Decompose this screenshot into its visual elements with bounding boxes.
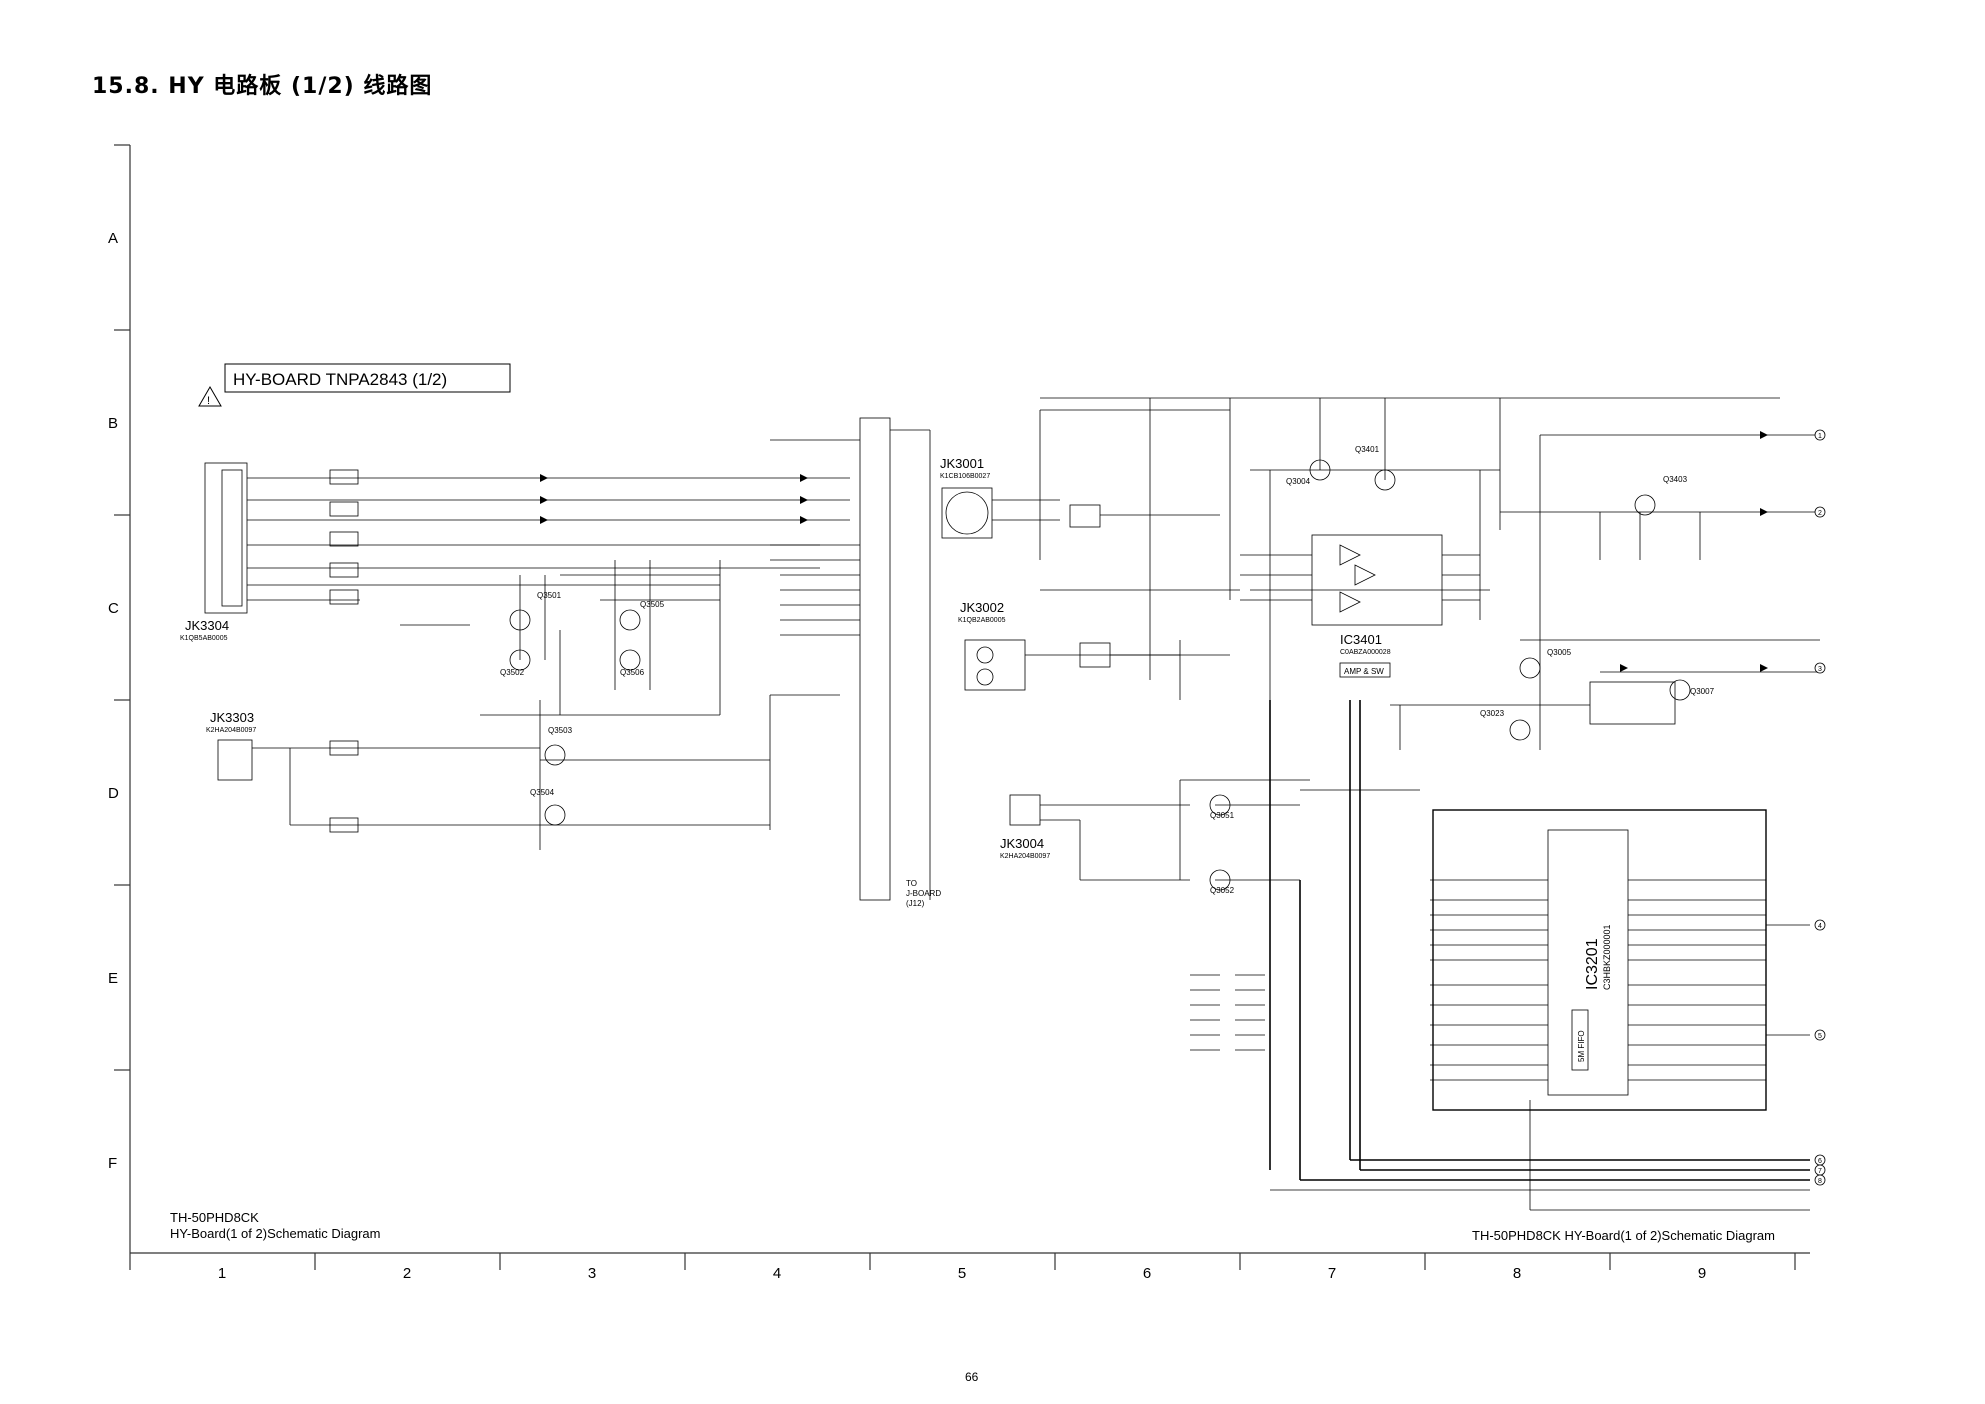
output-label-3: 3 (1818, 666, 1822, 673)
footer-left: TH-50PHD8CK HY-Board(1 of 2)Schematic Di… (170, 1210, 381, 1242)
q3501-ref: Q3501 (537, 591, 562, 600)
col-label-3: 3 (588, 1265, 596, 1282)
ic3201-ref: IC3201 (1584, 938, 1601, 990)
ic3201-function: 5M FIFO (1577, 1030, 1586, 1062)
col-label-6: 6 (1143, 1265, 1151, 1282)
col-label-1: 1 (218, 1265, 226, 1282)
warning-icon (198, 386, 222, 407)
q3403-ref: Q3403 (1663, 475, 1688, 484)
page-number: 66 (965, 1370, 979, 1384)
jk3303-ref: JK3303 (210, 710, 254, 725)
output-label-8: 8 (1818, 1178, 1822, 1185)
q3401-ref: Q3401 (1355, 445, 1380, 454)
ic3201-part: C3HBKZ000001 (1602, 924, 1612, 990)
jk3002-ref: JK3002 (960, 600, 1004, 615)
jk3002-part: K1QB2AB0005 (958, 617, 1006, 624)
svg-text:!: ! (207, 395, 210, 407)
col-label-5: 5 (958, 1265, 966, 1282)
footer-right: TH-50PHD8CK HY-Board(1 of 2)Schematic Di… (1472, 1228, 1775, 1243)
ic3401-part: C0ABZA000028 (1340, 649, 1391, 656)
footer-left-title: HY-Board(1 of 2)Schematic Diagram (170, 1226, 381, 1241)
output-label-5: 5 (1818, 1033, 1822, 1040)
wiring (204, 397, 1820, 1211)
output-label-1: 1 (1818, 433, 1822, 440)
q3007-ref: Q3007 (1690, 687, 1715, 696)
jk3001-part: K1CB106B0027 (940, 473, 990, 480)
q3505-ref: Q3505 (640, 600, 665, 609)
q3004-ref: Q3004 (1286, 477, 1311, 486)
connector-board-label: J-BOARD (906, 889, 941, 898)
signal-arrows (540, 431, 1768, 672)
sheet-frame (114, 144, 1810, 1270)
q3504-ref: Q3504 (530, 788, 555, 797)
jk3001-ref: JK3001 (940, 456, 984, 471)
row-label-f: F (108, 1155, 117, 1172)
jk3004-ref: JK3004 (1000, 836, 1044, 851)
col-label-7: 7 (1328, 1265, 1336, 1282)
row-label-a: A (108, 230, 118, 247)
connector-ref-label: (J12) (906, 899, 925, 908)
jk3304-ref: JK3304 (185, 618, 229, 633)
q3503-ref: Q3503 (548, 726, 573, 735)
row-label-b: B (108, 415, 118, 432)
jk3304-part: K1QB5AB0005 (180, 635, 228, 642)
row-label-d: D (108, 785, 119, 802)
ic3401-ref: IC3401 (1340, 632, 1382, 647)
jk3303-part: K2HA204B0097 (206, 727, 256, 734)
footer-left-model: TH-50PHD8CK (170, 1210, 259, 1225)
connector-to-label: TO (906, 879, 917, 888)
board-title: HY-BOARD TNPA2843 (1/2) (233, 370, 447, 389)
q3051-ref: Q3051 (1210, 811, 1235, 820)
row-label-c: C (108, 600, 119, 617)
jk3004-part: K2HA204B0097 (1000, 853, 1050, 860)
board-title-box: ! HY-BOARD TNPA2843 (1/2) (198, 363, 511, 407)
page-title: 15.8. HY 电路板 (1/2) 线路图 (92, 74, 433, 99)
transistor-symbols (509, 459, 1691, 891)
output-label-6: 6 (1818, 1158, 1822, 1165)
row-label-e: E (108, 970, 118, 987)
q3052-ref: Q3052 (1210, 886, 1235, 895)
output-label-4: 4 (1818, 923, 1822, 930)
col-label-2: 2 (403, 1265, 411, 1282)
output-label-2: 2 (1818, 510, 1822, 517)
q3023-ref: Q3023 (1480, 709, 1505, 718)
col-label-9: 9 (1698, 1265, 1706, 1282)
q3502-ref: Q3502 (500, 668, 525, 677)
q3005-ref: Q3005 (1547, 648, 1572, 657)
col-label-8: 8 (1513, 1265, 1521, 1282)
output-label-7: 7 (1818, 1168, 1822, 1175)
output-terminals (1814, 429, 1826, 1186)
col-label-4: 4 (773, 1265, 781, 1282)
ic3401-function: AMP & SW (1344, 667, 1384, 676)
q3506-ref: Q3506 (620, 668, 645, 677)
